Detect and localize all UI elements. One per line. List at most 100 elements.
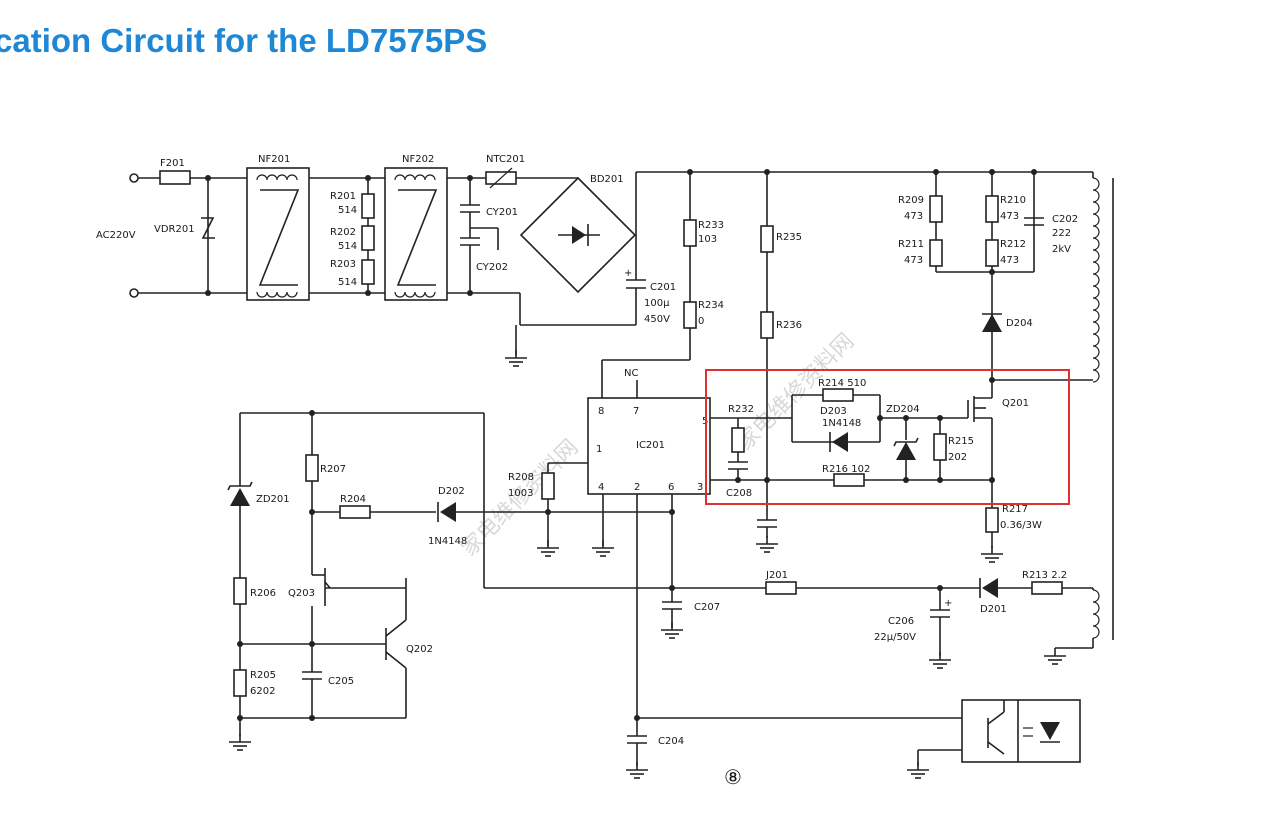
svg-text:Q201: Q201 [1002, 398, 1029, 409]
svg-text:22μ/50V: 22μ/50V [874, 632, 916, 643]
svg-text:8: 8 [598, 406, 604, 417]
svg-text:R208: R208 [508, 472, 534, 483]
svg-text:C205: C205 [328, 676, 354, 687]
svg-text:+: + [944, 598, 952, 609]
svg-text:R210: R210 [1000, 195, 1026, 206]
figure-number: ⑧ [724, 765, 742, 789]
vcc-supply: J201 + C206 22μ/50V D201 R213 2.2 [765, 570, 1094, 669]
svg-text:Q202: Q202 [406, 644, 433, 655]
svg-text:D202: D202 [438, 486, 465, 497]
svg-text:R201: R201 [330, 191, 356, 202]
svg-text:R232: R232 [728, 404, 754, 415]
svg-text:R235: R235 [776, 232, 802, 243]
resistor-chain-r201-r203: R201 514 R202 514 R203 514 [330, 175, 375, 296]
svg-text:J201: J201 [765, 570, 788, 581]
svg-text:CY202: CY202 [476, 262, 508, 273]
feedback-section: C204 [625, 699, 1081, 779]
svg-text:C204: C204 [658, 736, 684, 747]
svg-text:0.36/3W: 0.36/3W [1000, 520, 1042, 531]
svg-text:ZD204: ZD204 [886, 404, 920, 415]
bridge-bd201: BD201 [504, 174, 637, 367]
resistor-r208: R208 1003 [508, 462, 588, 557]
varistor-vdr201 [201, 217, 215, 239]
highlight-box [705, 369, 1070, 505]
svg-text:0: 0 [698, 316, 704, 327]
ic201: NC 8 7 5 1 IC201 4 2 6 3 [587, 368, 711, 495]
svg-text:R202: R202 [330, 227, 356, 238]
svg-text:CY201: CY201 [486, 207, 518, 218]
svg-text:7: 7 [633, 406, 639, 417]
svg-text:R214 510: R214 510 [818, 378, 866, 389]
protection-circuit: R207 R204 D202 1N4148 ZD201 R206 R205 62… [227, 410, 766, 751]
svg-text:514: 514 [338, 241, 357, 252]
svg-text:R209: R209 [898, 195, 924, 206]
svg-text:222: 222 [1052, 228, 1071, 239]
svg-text:D203: D203 [820, 406, 847, 417]
svg-text:6202: 6202 [250, 686, 275, 697]
svg-text:R233: R233 [698, 220, 724, 231]
svg-text:473: 473 [904, 255, 923, 266]
capacitor-c207: C207 [660, 515, 720, 639]
svg-text:F201: F201 [160, 158, 185, 169]
svg-text:R216 102: R216 102 [822, 464, 870, 475]
svg-text:R217: R217 [1002, 504, 1028, 515]
svg-text:C202: C202 [1052, 214, 1078, 225]
svg-text:R206: R206 [250, 588, 276, 599]
svg-text:6: 6 [668, 482, 674, 493]
svg-text:1003: 1003 [508, 488, 533, 499]
page-title: cation Circuit for the LD7575PS [0, 22, 488, 59]
filter-nf201: NF201 [246, 154, 310, 301]
svg-text:IC201: IC201 [636, 440, 665, 451]
svg-text:473: 473 [1000, 211, 1019, 222]
svg-text:2kV: 2kV [1052, 244, 1071, 255]
svg-text:R211: R211 [898, 239, 924, 250]
optocoupler [961, 699, 1081, 763]
svg-text:NTC201: NTC201 [486, 154, 525, 165]
svg-text:NC: NC [624, 368, 638, 379]
svg-text:4: 4 [598, 482, 604, 493]
svg-text:Q203: Q203 [288, 588, 315, 599]
svg-text:1: 1 [596, 444, 602, 455]
svg-text:BD201: BD201 [590, 174, 624, 185]
svg-text:C207: C207 [694, 602, 720, 613]
svg-text:+: + [624, 268, 632, 279]
svg-text:C206: C206 [888, 616, 914, 627]
svg-text:R204: R204 [340, 494, 366, 505]
svg-text:R215: R215 [948, 436, 974, 447]
svg-text:R213 2.2: R213 2.2 [1022, 570, 1067, 581]
svg-text:514: 514 [338, 277, 357, 288]
svg-text:450V: 450V [644, 314, 670, 325]
svg-text:R203: R203 [330, 259, 356, 270]
svg-text:D201: D201 [980, 604, 1007, 615]
svg-text:100μ: 100μ [644, 298, 670, 309]
fuse-f201 [159, 170, 191, 185]
ac-input: AC220V F201 VDR201 [96, 158, 247, 298]
svg-text:R212: R212 [1000, 239, 1026, 250]
transformer-primary [1043, 172, 1114, 665]
svg-text:AC220V: AC220V [96, 230, 136, 241]
svg-text:1N4148: 1N4148 [428, 536, 467, 547]
gate-drive-section: R232 C208 R214 510 D203 1N4148 ZD204 R21… [710, 378, 995, 499]
svg-text:NF202: NF202 [402, 154, 434, 165]
svg-text:R205: R205 [250, 670, 276, 681]
r235-r236: R235 R236 [755, 169, 802, 553]
svg-text:514: 514 [338, 205, 357, 216]
svg-text:202: 202 [948, 452, 967, 463]
svg-text:NF201: NF201 [258, 154, 290, 165]
svg-text:ZD201: ZD201 [256, 494, 290, 505]
svg-text:D204: D204 [1006, 318, 1033, 329]
y-capacitors: CY201 CY202 NTC201 [447, 154, 578, 296]
svg-text:R234: R234 [698, 300, 724, 311]
svg-text:VDR201: VDR201 [154, 224, 195, 235]
filter-nf202: NF202 [384, 154, 448, 301]
svg-text:C208: C208 [726, 488, 752, 499]
svg-text:473: 473 [904, 211, 923, 222]
svg-text:C201: C201 [650, 282, 676, 293]
svg-text:2: 2 [634, 482, 640, 493]
svg-text:R207: R207 [320, 464, 346, 475]
mosfet-q201: Q201 R217 0.36/3W [967, 380, 1042, 563]
svg-text:R236: R236 [776, 320, 802, 331]
